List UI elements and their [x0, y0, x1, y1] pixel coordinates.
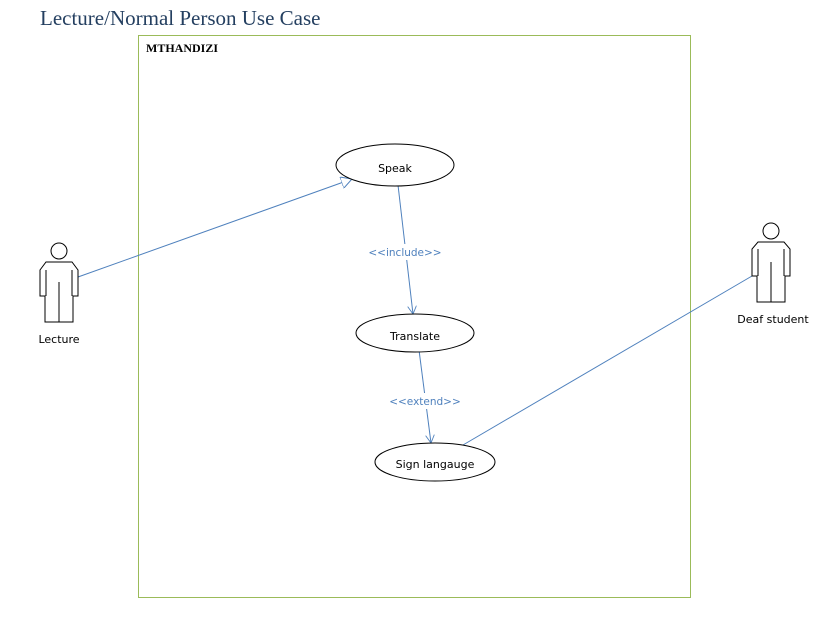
use-case-speak-label: Speak	[378, 162, 412, 175]
actor-deaf-student[interactable]: Deaf student	[737, 222, 809, 326]
actor-lecture[interactable]: Lecture	[38, 242, 80, 346]
use-case-sign-language[interactable]: Sign langauge	[374, 442, 496, 482]
include-label: <<include>>	[368, 247, 441, 259]
diagram-title: Lecture/Normal Person Use Case	[40, 6, 321, 30]
generalization-lecture-speak	[77, 179, 352, 278]
use-case-translate[interactable]: Translate	[355, 313, 475, 353]
stick-figure-icon	[751, 222, 791, 303]
stick-figure-icon	[39, 242, 79, 323]
system-boundary: MTHANDIZI	[138, 35, 691, 598]
extend-label: <<extend>>	[389, 396, 461, 408]
use-case-speak[interactable]: Speak	[335, 143, 455, 187]
use-case-sign-language-label: Sign langauge	[396, 458, 475, 471]
actor-deaf-student-label: Deaf student	[737, 313, 809, 326]
use-case-translate-label: Translate	[389, 330, 440, 343]
association-deaf-student-sign-language	[462, 275, 753, 446]
actor-lecture-label: Lecture	[38, 333, 79, 346]
system-name: MTHANDIZI	[146, 41, 219, 55]
